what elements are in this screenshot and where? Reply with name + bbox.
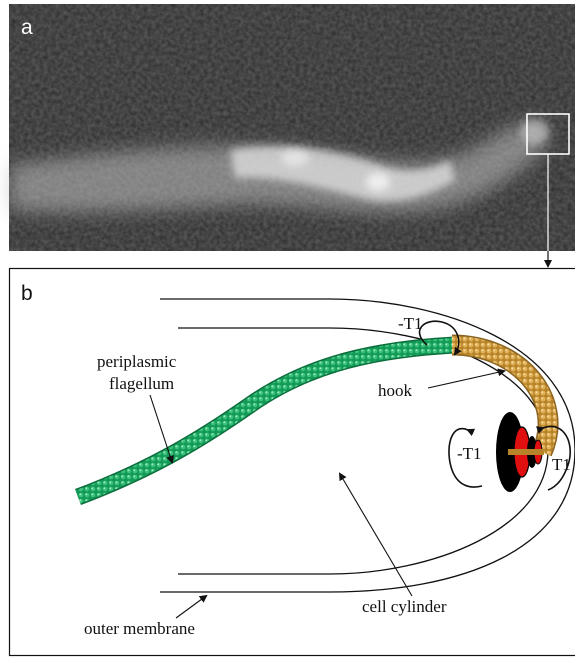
- micrograph-cell-tip: [521, 120, 549, 144]
- outer-membrane-pointer: [175, 594, 208, 619]
- torque-label-left: -T1: [457, 444, 482, 463]
- cell-cylinder-label: cell cylinder: [362, 597, 447, 616]
- micrograph-bright-spot: [366, 173, 390, 191]
- panel-b-frame: [8, 267, 575, 657]
- outer-membrane-label: outer membrane: [84, 619, 195, 638]
- micrograph-noise: [9, 4, 575, 251]
- hook-label: hook: [378, 381, 413, 400]
- cell-cylinder-pointer: [338, 472, 413, 597]
- panel-a: a: [9, 4, 575, 251]
- flagellum-label-line1: periplasmic: [97, 352, 177, 371]
- panel-b-letter: b: [21, 282, 33, 305]
- torque-arrow-left: [448, 427, 483, 488]
- flagellum-pointer: [149, 394, 174, 464]
- panel-a-letter: a: [21, 16, 33, 39]
- motor-shaft: [508, 449, 544, 455]
- torque-label-right: T1: [552, 455, 571, 474]
- torque-arrow-top: [418, 320, 462, 356]
- torque-label-top: -T1: [398, 314, 423, 333]
- outer-membrane: [160, 298, 575, 593]
- torque-arrow-right: [535, 425, 572, 491]
- micrograph-bright-spot: [281, 150, 309, 166]
- periplasmic-flagellum: [75, 338, 456, 504]
- flagellum-label-line2: flagellum: [109, 374, 174, 393]
- flagellar-motor: [496, 412, 544, 492]
- hook-pointer: [427, 368, 506, 389]
- hook: [451, 336, 557, 456]
- panel-b: b periplasmic flagellum hook: [8, 267, 575, 657]
